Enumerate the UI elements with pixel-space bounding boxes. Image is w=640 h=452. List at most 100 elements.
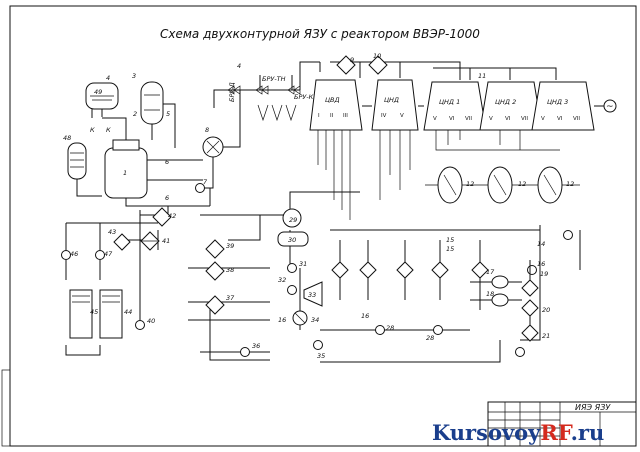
heaters-19-21 xyxy=(521,279,539,342)
num-45: 45 xyxy=(90,308,98,316)
bubbler-tank-49 xyxy=(85,82,119,110)
num-4b: 4 xyxy=(237,62,241,70)
cylinder-lp1-sec-7: VII xyxy=(465,116,472,122)
num-21: 21 xyxy=(542,332,550,340)
num-18: 18 xyxy=(486,290,494,298)
num-38: 38 xyxy=(226,266,234,274)
num-44: 44 xyxy=(124,308,132,316)
num-8: 8 xyxy=(205,126,209,134)
scheme-title: Схема двухконтурной ЯЗУ с реактором ВВЭР… xyxy=(160,27,480,41)
num-34: 34 xyxy=(311,316,319,324)
num-49: 49 xyxy=(94,88,102,96)
turbine-cylinder-lp1 xyxy=(423,81,487,131)
generator xyxy=(603,99,617,113)
loop-right xyxy=(470,260,531,325)
num-47: 47 xyxy=(104,250,113,258)
cylinder-lp1-name: ЦНД 1 xyxy=(439,98,460,106)
title-block: ИЯЭ ЯЗУ xyxy=(487,401,637,447)
num-16c: 16 xyxy=(537,260,545,268)
cylinder-lp1-sec-5: V xyxy=(433,116,437,122)
pumps-left xyxy=(61,183,205,330)
num-31: 31 xyxy=(299,260,307,268)
generator-symbol: ~ xyxy=(606,102,614,112)
num-11: 11 xyxy=(478,72,486,80)
num-30: 30 xyxy=(288,236,296,244)
cylinder-hp-sec-2: II xyxy=(330,113,334,119)
num-3: 3 xyxy=(132,72,136,80)
num-48: 48 xyxy=(63,134,71,142)
num-7: 7 xyxy=(203,178,208,186)
cylinder-hp-sec-1: I xyxy=(318,113,320,119)
cylinder-lp3-name: ЦНД 3 xyxy=(547,98,568,106)
cylinder-lp2-name: ЦНД 2 xyxy=(495,98,516,106)
num-17: 17 xyxy=(486,268,495,276)
turbine-cylinder-lp3 xyxy=(531,81,595,131)
turbine-cylinder-lp xyxy=(371,79,419,131)
num-36: 36 xyxy=(252,342,260,350)
marker-k-1: К xyxy=(90,126,95,134)
num-39: 39 xyxy=(226,242,234,250)
filter-43 xyxy=(113,233,131,251)
cylinder-lp2-sec-6: VI xyxy=(505,116,511,122)
num-20: 20 xyxy=(542,306,550,314)
num-5: 5 xyxy=(166,110,170,118)
num-6b: 6 xyxy=(165,194,169,202)
bru-valves xyxy=(227,85,301,122)
num-28a: 28 xyxy=(386,324,394,332)
watermark-part2: RF xyxy=(540,420,572,445)
cylinder-lp1-sec-6: VI xyxy=(449,116,455,122)
cylinder-lp3-sec-5: V xyxy=(541,116,545,122)
main-steam-line xyxy=(240,61,557,91)
num-14: 14 xyxy=(537,240,545,248)
cylinder-lp2-sec-5: V xyxy=(489,116,493,122)
num-10: 10 xyxy=(373,52,381,60)
steam-generator-8 xyxy=(202,136,224,158)
lp-heaters xyxy=(331,261,489,279)
extraction-lines xyxy=(317,130,560,220)
watermark: KursovoyRF.ru xyxy=(432,420,604,445)
num-12c: 12 xyxy=(566,180,574,188)
num-40: 40 xyxy=(147,317,155,325)
num-41: 41 xyxy=(162,237,170,245)
cylinder-hp-name: ЦВД xyxy=(325,96,340,104)
num-6a: 6 xyxy=(165,158,169,166)
feedwater-line xyxy=(188,191,581,363)
coolers-17-18 xyxy=(491,275,509,307)
num-1: 1 xyxy=(123,169,127,177)
num-15b: 15 xyxy=(446,245,454,253)
num-42: 42 xyxy=(168,212,176,220)
cylinder-lp-sec-5: V xyxy=(400,113,404,119)
reactor-1 xyxy=(104,139,148,199)
side-stamp xyxy=(1,369,11,447)
heat-exchanger-34 xyxy=(292,310,308,326)
num-15a: 15 xyxy=(446,236,454,244)
turbine-cylinder-hp xyxy=(309,79,363,131)
num-19: 19 xyxy=(540,270,548,278)
num-2: 2 xyxy=(133,110,137,118)
pumps-feedwater xyxy=(240,230,573,357)
cylinder-hp-sec-3: III xyxy=(343,113,348,119)
num-43: 43 xyxy=(108,228,116,236)
title-block-label: ИЯЭ ЯЗУ xyxy=(575,403,611,412)
num-37: 37 xyxy=(226,294,235,302)
num-16a: 16 xyxy=(278,316,286,324)
storage-tanks-45-44 xyxy=(69,289,123,339)
num-35: 35 xyxy=(317,352,325,360)
separator-superheaters-9-10 xyxy=(336,55,388,75)
cylinder-lp2-sec-7: VII xyxy=(521,116,528,122)
num-16b: 16 xyxy=(361,312,369,320)
watermark-part1: Kursovoy xyxy=(432,420,541,445)
heat-exchanger-42 xyxy=(152,207,172,227)
filter-41 xyxy=(140,231,160,251)
label-bru-tn: БРУ-ТН xyxy=(262,75,286,83)
cylinder-lp3-sec-7: VII xyxy=(573,116,580,122)
label-bru-d: БРУ-Д xyxy=(228,82,236,102)
watermark-part3: .ru xyxy=(571,420,605,445)
cylinder-lp-sec-4: IV xyxy=(381,113,387,119)
condensers-12 xyxy=(425,166,580,204)
hp-heaters-37-39 xyxy=(205,239,225,315)
cylinder-lp-name: ЦНД xyxy=(384,96,399,104)
feed-pump-33 xyxy=(303,281,323,307)
num-12a: 12 xyxy=(466,180,474,188)
